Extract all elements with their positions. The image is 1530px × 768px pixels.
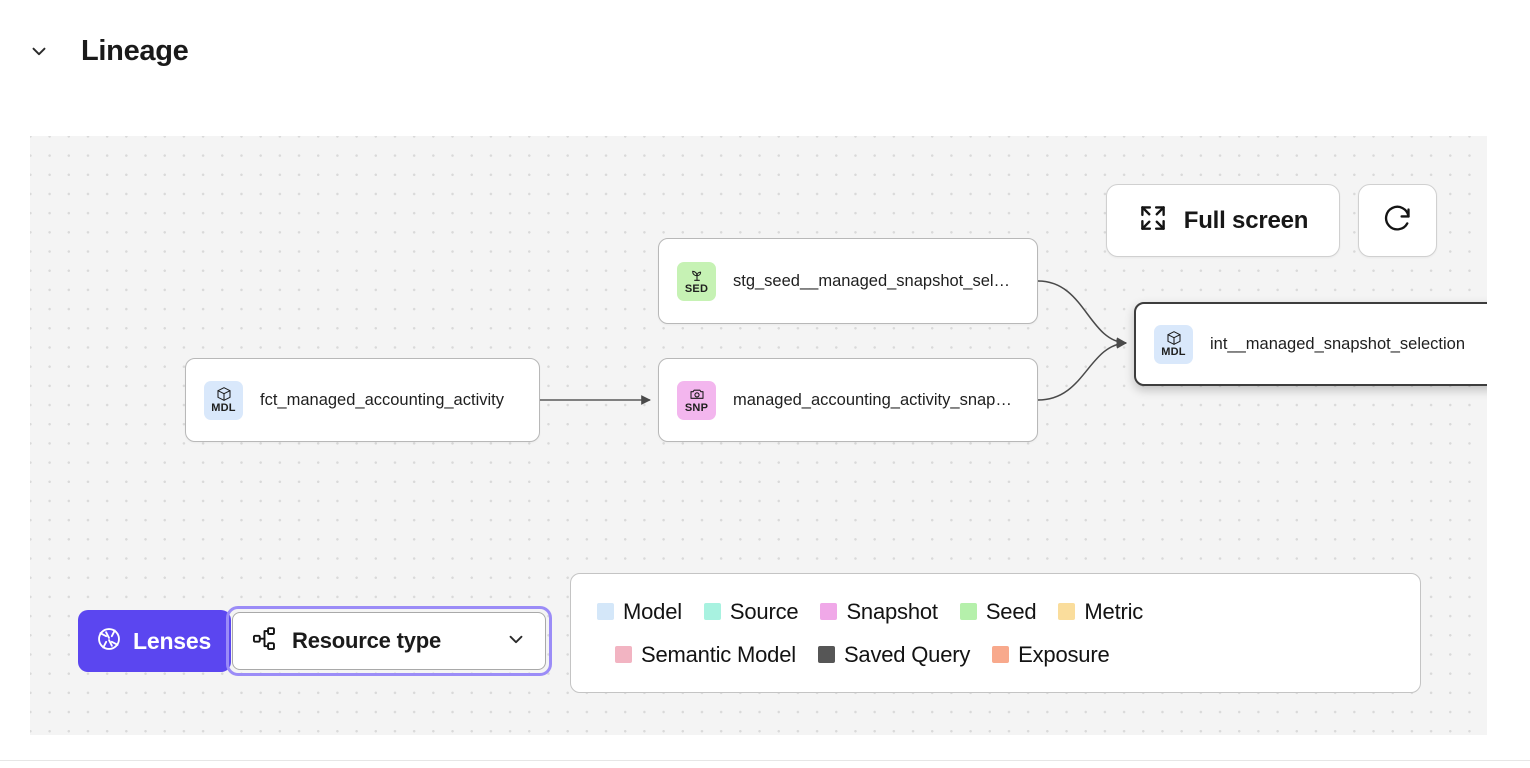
edge-snapshot-to-int	[1037, 338, 1128, 401]
legend-swatch-seed	[959, 603, 977, 620]
node-type-abbr: SED	[684, 283, 709, 295]
hierarchy-icon	[251, 625, 278, 657]
legend-swatch-model	[597, 603, 614, 620]
full-screen-label: Full screen	[1183, 206, 1309, 234]
lineage-node-int-managed-snapshot-selection[interactable]: MDL int__managed_snapshot_selection	[1134, 302, 1487, 386]
legend-label-snapshot: Snapshot	[846, 598, 938, 624]
refresh-button[interactable]	[1358, 184, 1437, 257]
node-label: fct_managed_accounting_activity	[260, 390, 504, 409]
seedling-icon	[689, 267, 705, 283]
camera-icon	[689, 386, 705, 402]
resource-type-label: Resource type	[292, 628, 442, 653]
lineage-node-managed-accounting-activity-snapshot[interactable]: SNP managed_accounting_activity_snapshot	[658, 358, 1038, 442]
aperture-icon	[96, 626, 122, 657]
lineage-edges	[540, 280, 1128, 405]
legend-item-source: Source	[703, 598, 799, 625]
legend-label-semantic-model: Semantic Model	[641, 641, 796, 667]
lineage-graph-canvas[interactable]: MDL fct_managed_accounting_activity SED …	[30, 136, 1487, 735]
legend-row-secondary: Semantic Model Saved Query Exposure	[597, 642, 1394, 668]
page-title: Lineage	[81, 35, 189, 67]
lineage-legend: Model Source Snapshot Seed Metric S	[570, 573, 1421, 693]
bottom-divider	[0, 760, 1530, 761]
node-type-badge-seed: SED	[677, 261, 716, 301]
legend-item-snapshot: Snapshot	[820, 598, 938, 625]
expand-arrows-icon	[1138, 203, 1168, 238]
legend-swatch-metric	[1058, 603, 1076, 620]
node-type-badge-model: MDL	[1154, 324, 1193, 364]
legend-swatch-exposure	[992, 646, 1010, 663]
lenses-label: Lenses	[133, 627, 212, 654]
legend-swatch-semantic-model	[615, 646, 632, 663]
edge-stg-to-int	[1037, 280, 1128, 348]
node-type-abbr: MDL	[1161, 346, 1186, 358]
lineage-node-stg-seed-managed-snapshot-selection[interactable]: SED stg_seed__managed_snapshot_selecti..…	[658, 238, 1038, 324]
cube-icon	[216, 386, 232, 402]
resource-type-focus-ring: Resource type	[226, 606, 552, 676]
legend-item-metric: Metric	[1058, 599, 1143, 625]
node-label: int__managed_snapshot_selection	[1210, 334, 1466, 353]
resource-type-dropdown[interactable]: Resource type	[232, 612, 546, 670]
node-type-abbr: SNP	[684, 402, 709, 414]
chevron-down-icon	[28, 40, 50, 62]
legend-swatch-source	[703, 603, 721, 620]
legend-label-exposure: Exposure	[1018, 641, 1110, 667]
full-screen-button[interactable]: Full screen	[1106, 184, 1340, 257]
legend-label-saved-query: Saved Query	[843, 641, 971, 667]
lineage-node-fct-managed-accounting-activity[interactable]: MDL fct_managed_accounting_activity	[185, 358, 540, 442]
lineage-section-header: Lineage	[0, 0, 1530, 100]
legend-label-seed: Seed	[985, 598, 1037, 624]
legend-item-exposure: Exposure	[992, 641, 1110, 668]
cube-icon	[1166, 330, 1182, 346]
section-collapse-toggle[interactable]	[26, 38, 52, 64]
refresh-icon	[1381, 202, 1414, 240]
legend-item-model: Model	[597, 599, 682, 625]
node-type-badge-snapshot: SNP	[677, 380, 716, 420]
legend-row-primary: Model Source Snapshot Seed Metric	[597, 599, 1394, 625]
legend-label-metric: Metric	[1084, 598, 1144, 624]
legend-item-seed: Seed	[959, 598, 1037, 625]
legend-swatch-snapshot	[820, 603, 838, 620]
node-type-badge-model: MDL	[204, 380, 243, 420]
node-type-abbr: MDL	[211, 402, 236, 414]
legend-item-saved-query: Saved Query	[817, 641, 971, 668]
chevron-down-icon	[505, 628, 527, 655]
lenses-button[interactable]: Lenses	[78, 610, 232, 672]
legend-label-model: Model	[623, 598, 682, 624]
node-label: stg_seed__managed_snapshot_selecti...	[733, 271, 1019, 290]
legend-label-source: Source	[729, 598, 799, 624]
node-label: managed_accounting_activity_snapshot	[733, 390, 1019, 409]
legend-item-semantic-model: Semantic Model	[615, 642, 796, 668]
legend-swatch-saved-query	[817, 646, 835, 663]
